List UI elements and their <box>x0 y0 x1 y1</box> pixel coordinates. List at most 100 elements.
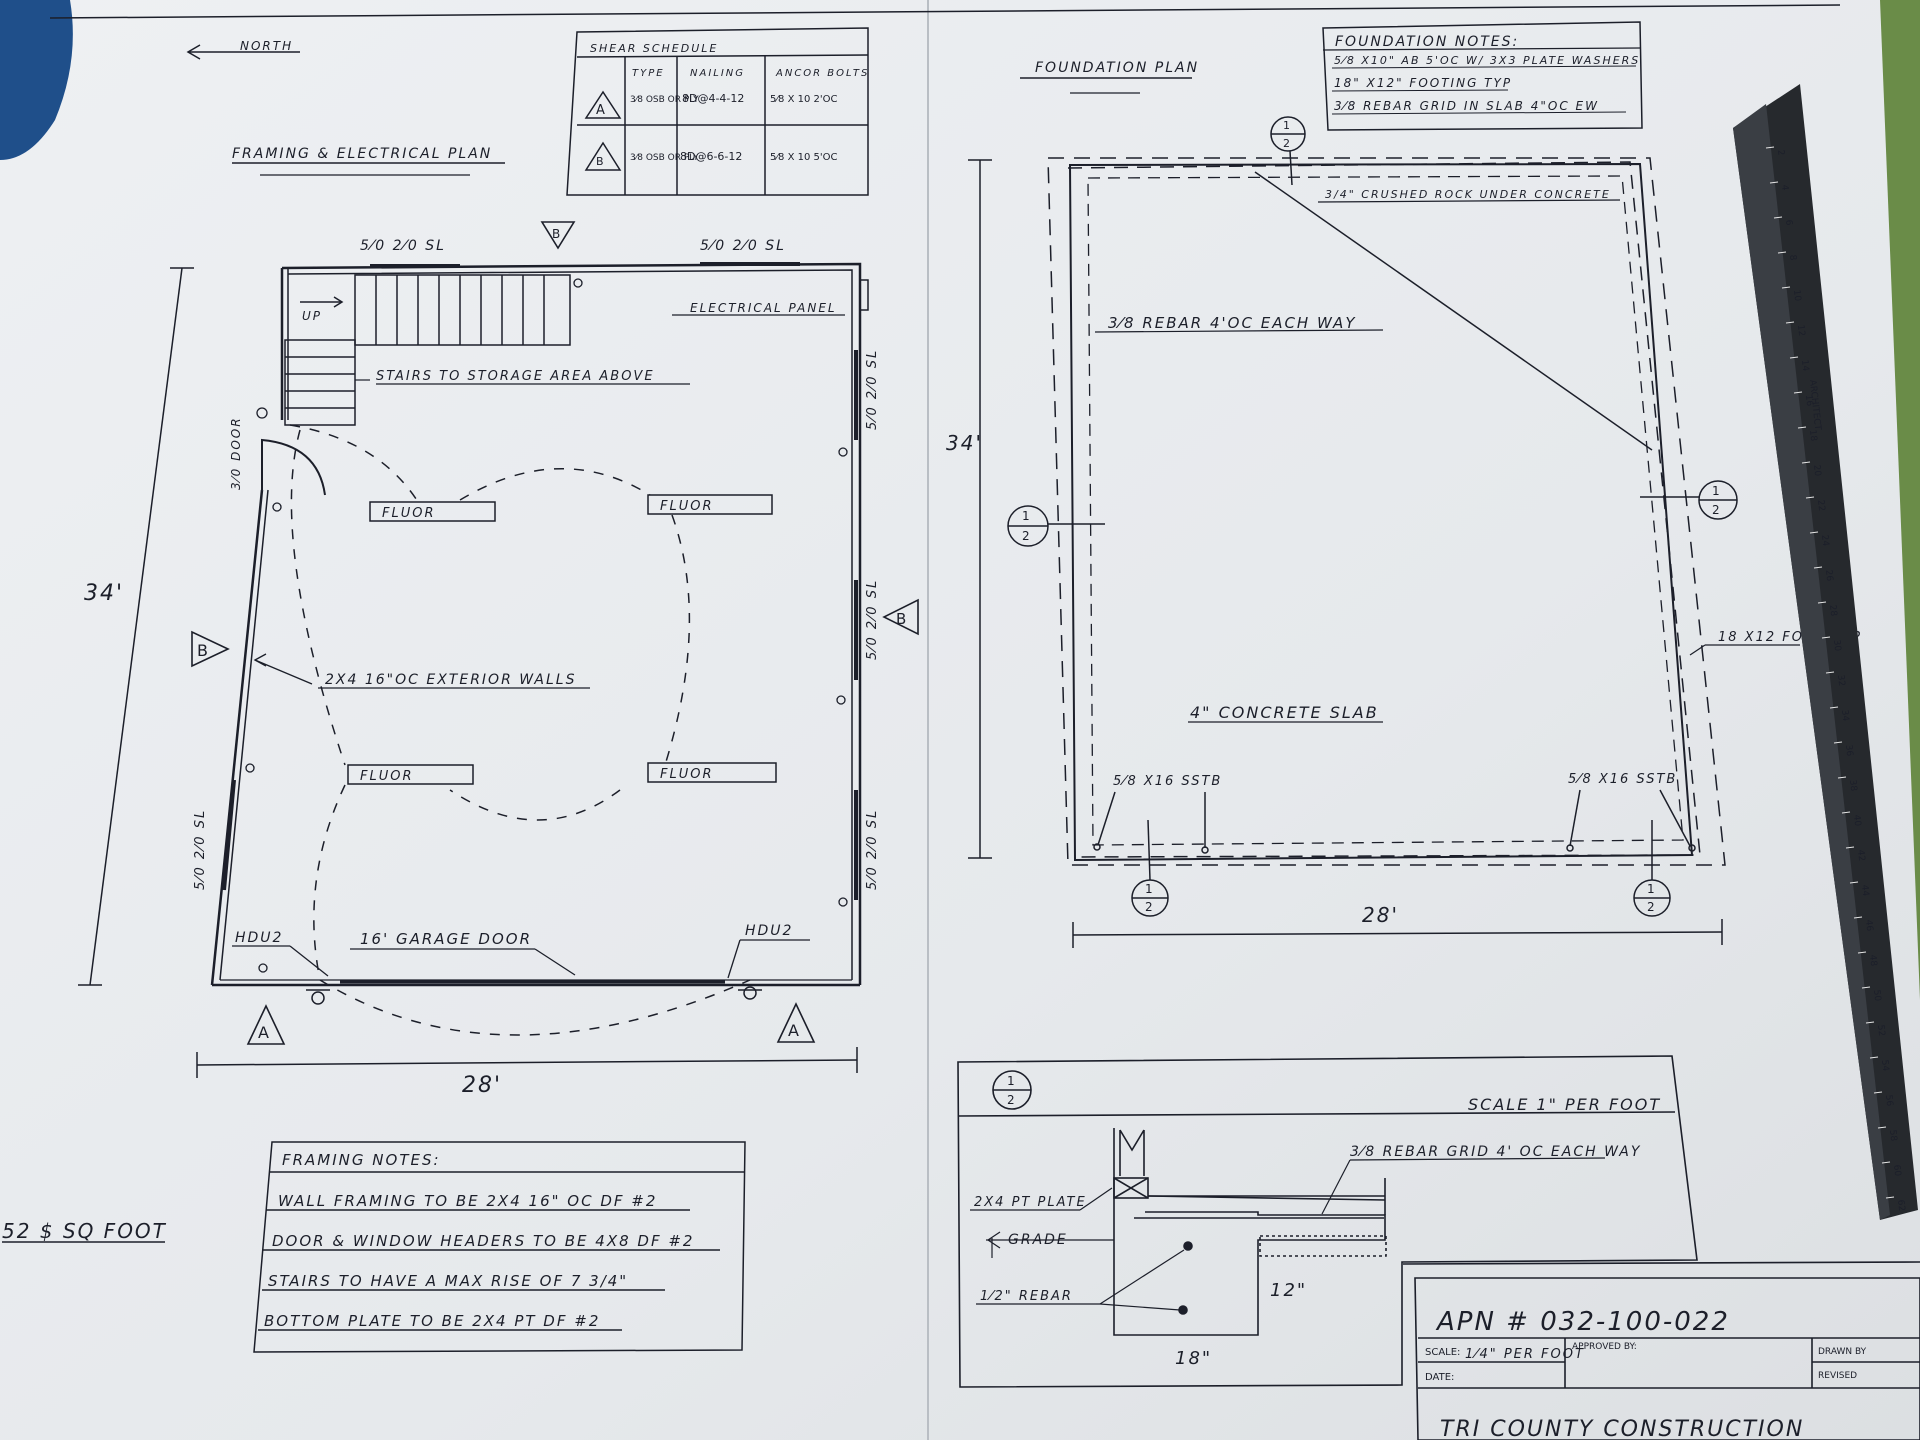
fluor-light-2 <box>647 494 773 515</box>
footing-outer <box>1047 157 1726 866</box>
fluor-light-3 <box>347 764 474 785</box>
ruler-tick <box>1837 776 1847 779</box>
svg-text:FLUOR: FLUOR <box>360 769 414 784</box>
ruler-tick-label: 18 <box>1807 429 1818 442</box>
ruler-tick <box>1881 1161 1891 1164</box>
detail-mark: 1 2 <box>992 1070 1032 1110</box>
section-mark-right: 1 2 <box>1640 480 1738 520</box>
tape-roll <box>0 0 73 160</box>
framing-notes-title: FRAMING NOTES: <box>282 1151 441 1169</box>
svg-text:TYPE: TYPE <box>632 68 665 79</box>
svg-text:2: 2 <box>1007 1093 1015 1107</box>
entry-door <box>261 438 326 496</box>
ruler-tick <box>1817 601 1827 604</box>
rebar-label: 3⁄8 REBAR 4'OC EACH WAY <box>1108 314 1357 332</box>
window-label-left-lower: 5⁄0 2⁄0 SL <box>193 809 208 890</box>
ruler-tick <box>1797 426 1807 429</box>
dimension-width-line <box>196 1059 858 1066</box>
detail-rebar: 1⁄2" REBAR <box>980 1289 1073 1304</box>
ruler-tick-label: 26 <box>1823 569 1834 582</box>
section-mark-bottom-right: 1 2 <box>1633 820 1671 917</box>
svg-text:B: B <box>896 610 906 628</box>
garage-door-label: 16' GARAGE DOOR <box>360 930 532 948</box>
ruler-tick <box>1793 391 1803 394</box>
svg-text:STAIRS TO HAVE A MAX RISE OF 7: STAIRS TO HAVE A MAX RISE OF 7 3/4" <box>268 1272 628 1290</box>
svg-text:DOOR & WINDOW HEADERS TO BE 4X: DOOR & WINDOW HEADERS TO BE 4X8 DF #2 <box>272 1232 694 1250</box>
ruler-tick-label: 30 <box>1831 639 1842 652</box>
svg-text:1: 1 <box>1145 882 1153 896</box>
drawn-by: DRAWN BY <box>1818 1347 1867 1357</box>
wall-left-lower <box>210 489 264 986</box>
ruler-tick-label: 42 <box>1855 849 1866 861</box>
wall-top-right <box>281 262 862 985</box>
slab-edge <box>1068 162 1694 862</box>
gravel <box>1259 1235 1387 1257</box>
svg-text:A: A <box>258 1023 269 1042</box>
ruler-tick <box>1809 531 1819 534</box>
ruler-tick-label: 44 <box>1859 884 1870 897</box>
ruler-tick-label: 34 <box>1839 709 1850 722</box>
ruler-tick <box>1765 146 1775 149</box>
stairs <box>284 274 571 426</box>
foundation-dim-width-line <box>1072 931 1723 936</box>
ruler-tick-label: 38 <box>1847 779 1858 792</box>
svg-text:FLUOR: FLUOR <box>660 767 714 782</box>
svg-text:1: 1 <box>1007 1074 1015 1088</box>
date-label: DATE: <box>1425 1372 1454 1383</box>
svg-text:FLUOR: FLUOR <box>382 506 436 521</box>
sstb-right-label: 5⁄8 X16 SSTB <box>1568 772 1677 787</box>
revised: REVISED <box>1818 1371 1857 1381</box>
svg-text:3⁄8 REBAR GRID IN SLAB 4"OC EW: 3⁄8 REBAR GRID IN SLAB 4"OC EW <box>1334 99 1599 113</box>
svg-text:5⁄8 X 10 5'OC: 5⁄8 X 10 5'OC <box>770 152 837 163</box>
ruler-tick-label: 56 <box>1883 1094 1894 1107</box>
detail-scale: SCALE 1" PER FOOT <box>1468 1095 1661 1114</box>
ruler-tick-label: 32 <box>1835 674 1846 686</box>
ruler-tick-label: 60 <box>1891 1164 1902 1177</box>
ruler-tick <box>1801 461 1811 464</box>
shear-marker-a-left: A <box>246 1004 286 1045</box>
svg-text:8D@4-4-12: 8D@4-4-12 <box>682 92 744 105</box>
svg-text:3⁄8 OSB OR PLY: 3⁄8 OSB OR PLY <box>630 153 699 163</box>
ruler-tick-label: 6 <box>1783 219 1794 226</box>
detail-depth: 12" <box>1270 1280 1307 1301</box>
dimension-depth-line <box>89 267 183 986</box>
window-label-right-mid: 5⁄0 2⁄0 SL <box>865 579 880 660</box>
approved-by: APPROVED BY: <box>1572 1342 1637 1352</box>
svg-text:8D@6-6-12: 8D@6-6-12 <box>680 150 742 163</box>
window-label-top-right: 5⁄0 2⁄0 SL <box>700 238 786 254</box>
ruler-tick-label: 40 <box>1851 814 1862 827</box>
rebar-bottom <box>1178 1305 1188 1315</box>
holdown-left-label: HDU2 <box>235 930 283 946</box>
foundation-dim-depth: 34' <box>946 431 983 455</box>
svg-text:FLUOR: FLUOR <box>660 499 714 514</box>
ruler-tick-label: 16 <box>1803 394 1814 407</box>
section-detail: 1 2 SCALE 1" PER FOOT 3⁄8 REBAR GRID 4' … <box>957 1055 1698 1388</box>
ruler-tick-label: 48 <box>1867 954 1878 967</box>
ruler-tick <box>1829 706 1839 709</box>
framing-notes: FRAMING NOTES: WALL FRAMING TO BE 2X4 16… <box>253 1141 746 1353</box>
ruler-tick-label: 62 <box>1895 1199 1906 1211</box>
ruler-tick-label: 46 <box>1863 919 1874 932</box>
svg-text:3⁄8 OSB OR PLY: 3⁄8 OSB OR PLY <box>630 95 699 105</box>
fluor-light-4 <box>647 762 777 783</box>
up-label: UP <box>302 309 322 323</box>
svg-text:1: 1 <box>1283 119 1290 132</box>
pt-plate <box>1113 1177 1149 1199</box>
diagonal-line <box>1254 171 1653 451</box>
company-name: TRI COUNTY CONSTRUCTION <box>1440 1417 1804 1440</box>
framing-plan-title: FRAMING & ELECTRICAL PLAN <box>232 146 492 162</box>
scale-value: 1⁄4" PER FOOT <box>1465 1347 1585 1362</box>
svg-text:2: 2 <box>1022 529 1030 543</box>
ruler-tick <box>1841 811 1851 814</box>
ruler-tick <box>1877 1126 1887 1129</box>
ruler-tick <box>1833 741 1843 744</box>
ruler-tick-label: 58 <box>1887 1129 1898 1142</box>
ruler-tick <box>1813 566 1823 569</box>
detail-pt-plate: 2X4 PT PLATE <box>974 1195 1087 1210</box>
ruler-tick <box>1821 636 1831 639</box>
svg-text:18" X12" FOOTING TYP: 18" X12" FOOTING TYP <box>1334 76 1512 90</box>
shear-marker-b-left: B <box>191 630 230 668</box>
electrical-panel-label: ELECTRICAL PANEL <box>690 301 837 315</box>
